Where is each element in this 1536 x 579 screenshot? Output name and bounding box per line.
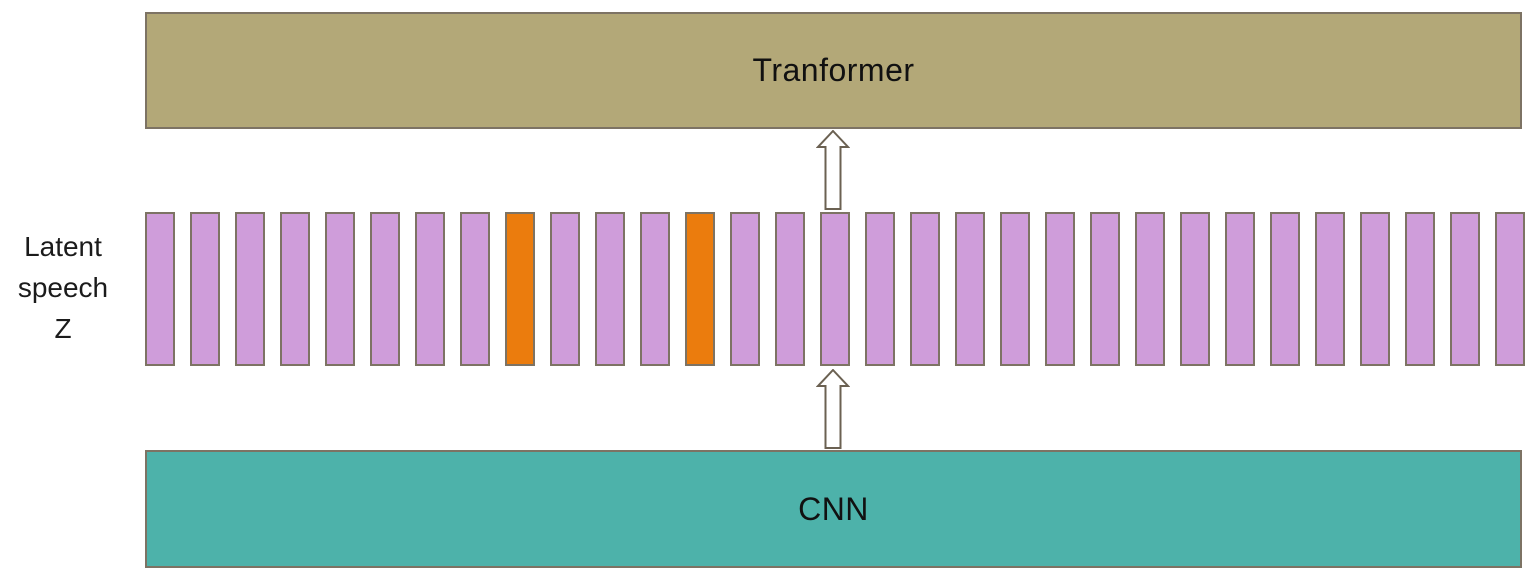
cnn-box-label: CNN: [798, 490, 869, 527]
latent-bar: [1225, 212, 1255, 366]
latent-bar: [730, 212, 760, 366]
transformer-box-label: Tranformer: [752, 52, 915, 88]
cnn-box: CNN: [145, 450, 1522, 568]
latent-bar: [820, 212, 850, 366]
latent-bar: [1405, 212, 1435, 366]
latent-bar: [1045, 212, 1075, 366]
latent-bar: [1135, 212, 1165, 366]
latent-bar: [1495, 212, 1525, 366]
latent-bar: [235, 212, 265, 366]
latent-bar: [280, 212, 310, 366]
latent-bar-highlighted: [685, 212, 715, 366]
latent-bar: [1450, 212, 1480, 366]
latent-label-line-3: Z: [54, 313, 72, 344]
latent-bar: [1090, 212, 1120, 366]
latent-bar: [1360, 212, 1390, 366]
up-arrow-icon-latent-to-transformer: [816, 130, 850, 210]
up-arrow-icon: [816, 130, 850, 210]
latent-bar: [550, 212, 580, 366]
latent-bar: [865, 212, 895, 366]
latent-bar: [1270, 212, 1300, 366]
latent-bar: [1180, 212, 1210, 366]
latent-label-line-2: speech: [17, 272, 109, 303]
latent-speech-z-label: Latent speech Z: [0, 226, 126, 349]
latent-bar: [775, 212, 805, 366]
up-arrow-icon: [816, 369, 850, 449]
latent-bar: [190, 212, 220, 366]
latent-bar-highlighted: [505, 212, 535, 366]
latent-bars-row: [145, 212, 1525, 366]
latent-bar: [370, 212, 400, 366]
latent-bar: [1000, 212, 1030, 366]
latent-label-line-1: Latent: [24, 231, 102, 262]
latent-bar: [145, 212, 175, 366]
latent-bar: [1315, 212, 1345, 366]
latent-bar: [955, 212, 985, 366]
transformer-box: Tranformer: [145, 12, 1522, 129]
latent-bar: [415, 212, 445, 366]
latent-bar: [640, 212, 670, 366]
latent-bar: [910, 212, 940, 366]
up-arrow-icon-cnn-to-latent: [816, 369, 850, 449]
latent-bar: [325, 212, 355, 366]
latent-bar: [595, 212, 625, 366]
latent-bar: [460, 212, 490, 366]
